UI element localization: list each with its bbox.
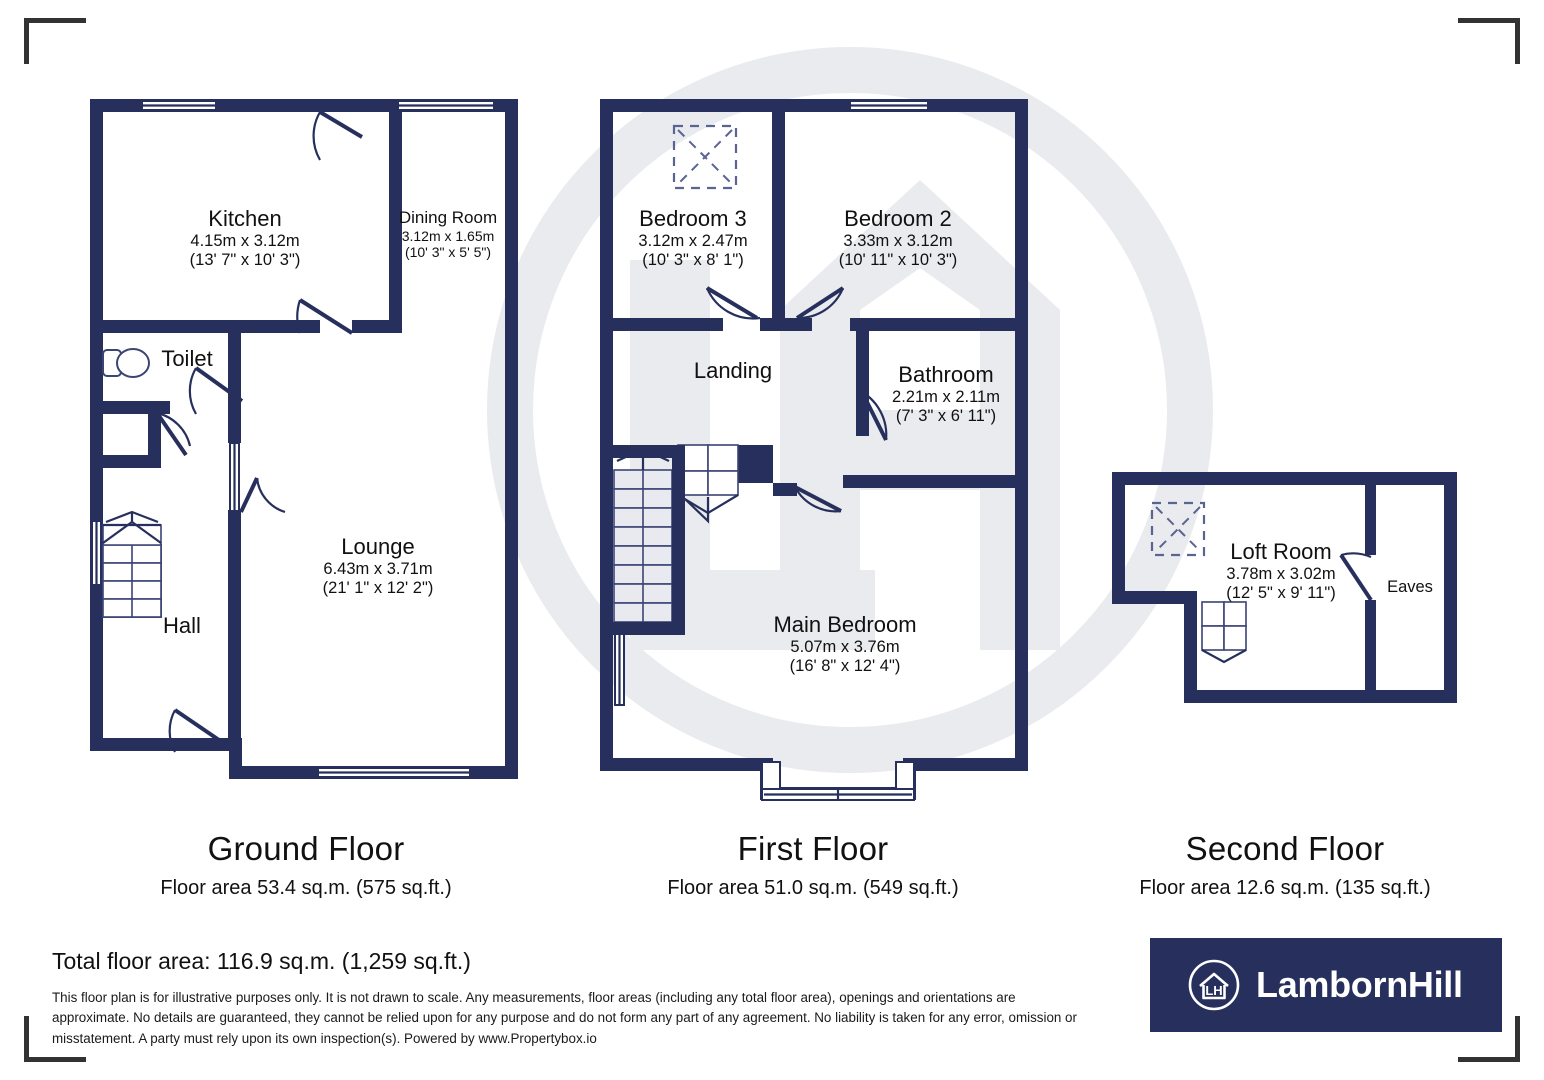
- lh-watermark: [487, 47, 1213, 773]
- room-label-lounge: Lounge 6.43m x 3.71m (21' 1" x 12' 2"): [322, 534, 434, 598]
- room-label-eaves: Eaves: [1387, 578, 1433, 596]
- toilet-fixture: [102, 348, 150, 378]
- floor-caption-second: Second Floor Floor area 12.6 sq.m. (135 …: [1139, 830, 1431, 899]
- staircase-first: [600, 444, 739, 642]
- logo-wordmark: LambornHill: [1256, 964, 1463, 1005]
- room-label-loft-room: Loft Room 3.78m x 3.02m (12' 5" x 9' 11"…: [1226, 539, 1336, 603]
- wardrobe-loft: [1150, 501, 1206, 557]
- window-hall: [90, 519, 103, 587]
- door-main-bedroom: [794, 485, 842, 513]
- floor-caption-ground: Ground Floor Floor area 53.4 sq.m. (575 …: [160, 830, 452, 899]
- door-lounge: [239, 477, 286, 514]
- room-label-bathroom: Bathroom 2.21m x 2.11m (7' 3" x 6' 11"): [892, 362, 1000, 426]
- crop-mark-top-left: [24, 18, 86, 64]
- door-bedroom3: [705, 286, 761, 320]
- door-bathroom: [860, 391, 888, 441]
- house-circle-icon: LH: [1188, 959, 1240, 1011]
- room-label-bedroom-3: Bedroom 3 3.12m x 2.47m (10' 3" x 8' 1"): [638, 206, 748, 270]
- disclaimer-text: This floor plan is for illustrative purp…: [52, 990, 1077, 1046]
- room-label-main-bedroom: Main Bedroom 5.07m x 3.76m (16' 8" x 12'…: [773, 612, 917, 676]
- window-lounge: [316, 766, 472, 779]
- ground-floor-plan: [90, 99, 518, 779]
- total-floor-area: Total floor area: 116.9 sq.m. (1,259 sq.…: [52, 948, 471, 974]
- wardrobe-bedroom3: [672, 124, 738, 190]
- room-label-hall: Hall: [163, 613, 201, 638]
- staircase-loft: [1201, 601, 1247, 664]
- staircase-ground: [102, 510, 162, 618]
- door-toilet: [188, 366, 244, 415]
- first-floor-plan: [600, 99, 1028, 801]
- door-hall-cupboard: [155, 411, 192, 457]
- room-label-kitchen: Kitchen 4.15m x 3.12m (13' 7" x 10' 3"): [189, 206, 301, 270]
- door-front: [168, 708, 221, 753]
- crop-mark-bottom-left: [24, 1016, 86, 1062]
- floor-caption-first: First Floor Floor area 51.0 sq.m. (549 s…: [667, 830, 959, 899]
- window-bedroom2: [848, 99, 930, 112]
- logo-monogram: LH: [1205, 983, 1222, 998]
- room-label-bedroom-2: Bedroom 2 3.33m x 3.12m (10' 11" x 10' 3…: [838, 206, 958, 270]
- window-kitchen: [140, 99, 218, 112]
- crop-mark-bottom-right: [1458, 1016, 1520, 1062]
- door-kitchen-rear: [312, 110, 364, 161]
- crop-mark-top-right: [1458, 18, 1520, 64]
- window-main-bedroom-bay: [760, 758, 916, 801]
- door-eaves: [1339, 552, 1373, 602]
- door-kitchen-hall: [296, 298, 354, 335]
- room-label-landing: Landing: [693, 358, 773, 383]
- window-lounge-side-upper: [229, 442, 240, 512]
- room-label-dining-room: Dining Room 3.12m x 1.65m (10' 3" x 5' 5…: [398, 208, 498, 261]
- window-main-bedroom-side: [614, 614, 625, 706]
- window-dining: [396, 99, 496, 112]
- door-bedroom2: [795, 286, 845, 320]
- lambornhill-logo: LH LambornHill: [1150, 938, 1502, 1032]
- room-label-toilet: Toilet: [161, 346, 213, 371]
